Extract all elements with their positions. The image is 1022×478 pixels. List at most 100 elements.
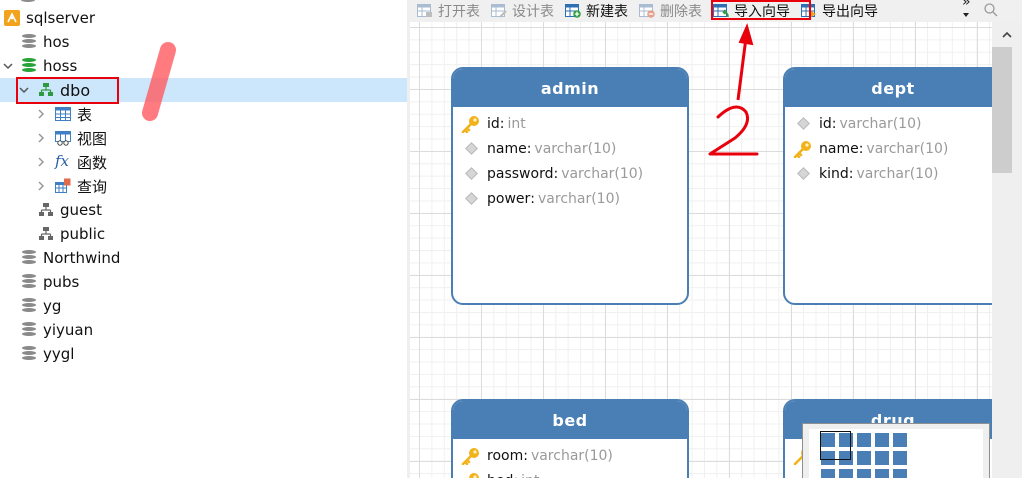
field-name: id <box>487 115 500 132</box>
entity-field[interactable]: room: varchar(10) <box>453 443 687 468</box>
field-name: id <box>819 115 832 132</box>
entity-field[interactable]: kind: varchar(10) <box>785 161 992 186</box>
field-name: password <box>487 165 554 182</box>
panel-splitter[interactable] <box>407 0 410 478</box>
object-tree: sqlserver hos hoss dbo <box>0 0 407 478</box>
database-icon <box>22 274 38 290</box>
scrollbar-thumb[interactable] <box>992 47 1012 173</box>
entity-field[interactable]: id: varchar(10) <box>785 111 992 136</box>
entity-dept[interactable]: dept id: varchar(10) name: varchar(10) k… <box>783 67 992 305</box>
primary-key-icon <box>461 115 481 133</box>
tree-item-database-hos[interactable]: hos <box>0 30 407 54</box>
chevron-right-icon[interactable] <box>35 132 47 144</box>
diagram-minimap[interactable] <box>802 423 990 478</box>
field-type: varchar(10) <box>534 140 617 157</box>
toolbar-overflow-button[interactable]: » <box>960 0 974 22</box>
entity-field[interactable]: password: varchar(10) <box>453 161 687 186</box>
minimap-viewport[interactable] <box>820 431 851 460</box>
open-table-button[interactable]: 打开表 <box>414 0 483 22</box>
field-type: int <box>507 115 526 132</box>
tree-item-label: 视图 <box>77 129 108 148</box>
import-wizard-button[interactable]: 导入向导 <box>710 0 793 22</box>
field-name: kind <box>819 165 849 182</box>
field-type: varchar(10) <box>856 165 939 182</box>
tree-item-database-pubs[interactable]: pubs <box>0 270 407 294</box>
entity-field[interactable]: id: int <box>453 111 687 136</box>
primary-key-icon <box>461 472 481 478</box>
field-name: name <box>487 140 527 157</box>
primary-key-icon <box>461 447 481 465</box>
tree-item-database-yiyuan[interactable]: yiyuan <box>0 318 407 342</box>
tree-item-schema-guest[interactable]: guest <box>0 198 407 222</box>
tree-item-label: Northwind <box>43 249 121 267</box>
dropdown-caret-icon <box>963 13 969 17</box>
tree-row-hidden <box>0 0 407 8</box>
delete-table-icon <box>639 4 655 18</box>
chevron-down-icon[interactable] <box>18 84 30 96</box>
tree-item-database-hoss[interactable]: hoss <box>0 54 407 78</box>
tree-item-sqlserver-connection[interactable]: sqlserver <box>0 6 407 30</box>
new-table-icon <box>565 4 581 18</box>
annotation-highlight-import <box>711 0 811 20</box>
chevron-right-icon[interactable] <box>35 180 47 192</box>
query-icon <box>55 178 71 194</box>
field-name: name <box>819 140 859 157</box>
design-table-label: 设计表 <box>512 4 554 20</box>
tree-item-database-northwind[interactable]: Northwind <box>0 246 407 270</box>
tree-item-queries[interactable]: 查询 <box>0 174 407 198</box>
search-icon <box>984 3 998 17</box>
import-wizard-icon <box>713 4 729 18</box>
tree-item-label: guest <box>60 201 102 219</box>
tree-item-label: sqlserver <box>26 9 95 27</box>
field-type: varchar(10) <box>561 165 644 182</box>
export-wizard-button[interactable]: 导出向导 <box>798 0 881 22</box>
field-type: varchar(10) <box>538 190 620 207</box>
entity-field[interactable]: name: varchar(10) <box>453 136 687 161</box>
entity-field[interactable]: power: varchar(10) <box>453 186 687 211</box>
tree-item-label: yygl <box>43 345 75 363</box>
schema-icon <box>38 226 54 242</box>
chevron-down-icon[interactable] <box>2 60 14 72</box>
tree-item-label: public <box>60 225 106 243</box>
view-icon <box>55 130 71 146</box>
field-type: int <box>521 473 539 478</box>
new-table-button[interactable]: 新建表 <box>562 0 631 22</box>
entity-field[interactable]: bed: int <box>453 468 687 478</box>
design-table-icon <box>491 4 507 18</box>
tree-item-views[interactable]: 视图 <box>0 126 407 150</box>
tree-item-tables[interactable]: 表 <box>0 102 407 126</box>
tree-item-schema-dbo[interactable]: dbo <box>0 78 407 102</box>
entity-title: admin <box>453 69 687 107</box>
annotation-highlight-dbo <box>16 77 119 104</box>
new-table-label: 新建表 <box>586 4 628 20</box>
tree-item-label: 查询 <box>77 177 108 196</box>
database-icon <box>21 0 37 4</box>
tree-item-functions[interactable]: fx 函数 <box>0 150 407 174</box>
search-button[interactable] <box>983 2 1001 20</box>
open-table-icon <box>417 4 433 18</box>
scroll-up-button[interactable] <box>992 22 1022 47</box>
database-icon <box>22 346 38 362</box>
tree-item-database-yygl[interactable]: yygl <box>0 342 407 366</box>
tree-item-label: yiyuan <box>43 321 94 339</box>
column-diamond-icon <box>793 165 813 183</box>
database-active-icon <box>22 58 38 74</box>
chevron-up-icon <box>1002 31 1012 38</box>
chevron-right-icon[interactable] <box>35 156 47 168</box>
design-table-button[interactable]: 设计表 <box>488 0 557 22</box>
function-icon: fx <box>55 152 70 170</box>
overflow-chevrons-icon: » <box>962 0 971 10</box>
entity-title: bed <box>453 401 687 439</box>
delete-table-button[interactable]: 删除表 <box>636 0 705 22</box>
field-name: room <box>487 447 524 464</box>
open-table-label: 打开表 <box>438 4 480 20</box>
entity-field[interactable]: name: varchar(10) <box>785 136 992 161</box>
tree-item-schema-public[interactable]: public <box>0 222 407 246</box>
vertical-scrollbar[interactable] <box>992 22 1022 478</box>
tree-item-database-yg[interactable]: yg <box>0 294 407 318</box>
er-diagram-canvas[interactable]: admin id: int name: varchar(10) password… <box>410 22 992 478</box>
entity-bed[interactable]: bed room: varchar(10) bed: int <box>451 399 689 478</box>
tree-item-label: 函数 <box>77 153 108 172</box>
chevron-right-icon[interactable] <box>35 108 47 120</box>
entity-admin[interactable]: admin id: int name: varchar(10) password… <box>451 67 689 305</box>
